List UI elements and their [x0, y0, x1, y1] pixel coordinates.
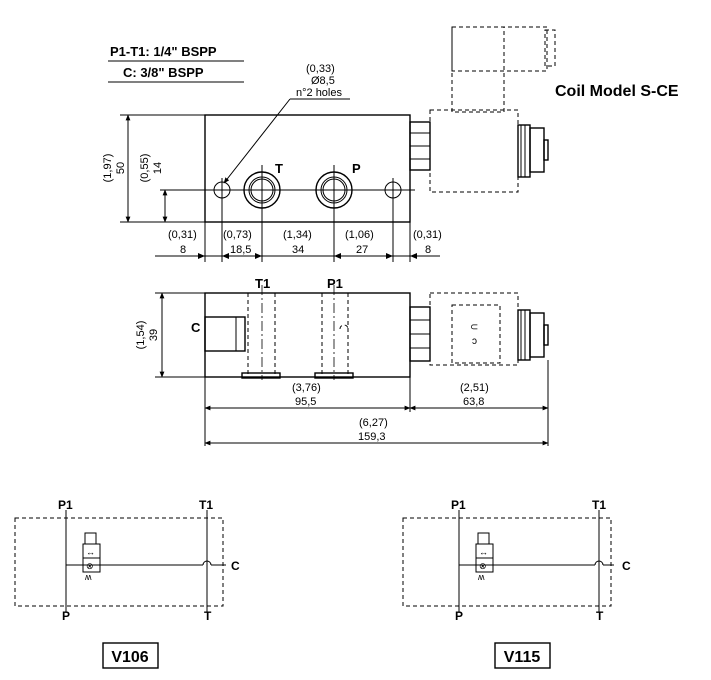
dim-top-2-mm: 18,5	[230, 244, 251, 256]
dim-total-mm: 159,3	[358, 431, 386, 443]
coil-body-side	[429, 292, 519, 366]
v115-p-label: P	[455, 609, 463, 623]
dim-top-5-mm: 8	[425, 244, 431, 256]
port-C	[204, 316, 246, 352]
v106-valve-box-2	[82, 557, 101, 573]
port-T1-label: T1	[255, 276, 270, 291]
v115-t-label: T	[596, 609, 604, 623]
v115-valve-box-2	[475, 557, 494, 573]
svg-text:⊗: ⊗	[86, 561, 94, 571]
ports-note-line2: C: 3/8" BSPP	[123, 65, 204, 80]
port-P1-label: P1	[327, 276, 343, 291]
svg-text:ʍ: ʍ	[85, 572, 92, 582]
dim-total-inch: (6,27)	[359, 417, 388, 429]
v106-t1-label: T1	[199, 498, 213, 512]
schematic-v115-frame	[402, 517, 612, 607]
dim-coil-inch: (2,51)	[460, 382, 489, 394]
v106-model-box	[102, 642, 159, 669]
dim-hole-height-inch: (0,55)	[139, 154, 151, 183]
dim-body-inch: (3,76)	[292, 382, 321, 394]
dim-top-5-inch: (0,31)	[413, 229, 442, 241]
svg-text:ʍ: ʍ	[478, 572, 485, 582]
v115-t1-label: T1	[592, 498, 606, 512]
holes-callout-diameter: Ø8,5	[311, 75, 335, 87]
svg-text:ɔ: ɔ	[472, 336, 477, 347]
coil-body-top	[429, 109, 519, 193]
v106-model-label: V106	[111, 649, 148, 666]
coil-connector-side	[517, 309, 531, 361]
v115-model-label: V115	[504, 649, 541, 666]
holes-callout-inch: (0,33)	[306, 63, 335, 75]
svg-text:↔: ↔	[86, 547, 95, 557]
schematic-v106-frame	[14, 517, 224, 607]
coil-connector-top	[517, 124, 531, 178]
ports-note-line1: P1-T1: 1/4" BSPP	[110, 44, 217, 59]
v106-c-label: C	[231, 559, 240, 573]
dim-top-4-mm: 27	[356, 244, 368, 256]
v106-p1-label: P1	[58, 498, 73, 512]
svg-text:⊂: ⊂	[470, 322, 478, 333]
dim-coil-mm: 63,8	[463, 396, 484, 408]
dim-height-inch: (1,97)	[102, 154, 114, 183]
dim-top-3-inch: (1,34)	[283, 229, 312, 241]
v115-model-box	[494, 642, 551, 669]
v115-p1-label: P1	[451, 498, 466, 512]
side-view: T1 P1 C ⊂ ɔ (1,54) 39 (3,76) 95,5 (2,51)…	[135, 276, 549, 446]
dim-top-3-mm: 34	[292, 244, 304, 256]
dim-top-2-inch: (0,73)	[223, 229, 252, 241]
dim-side-height-mm: 39	[148, 329, 160, 341]
dim-hole-height-mm: 14	[152, 162, 164, 174]
dim-side-height-inch: (1,54)	[135, 321, 147, 350]
dim-top-1-mm: 8	[180, 244, 186, 256]
schematic-v106: ↔ ⊗ ʍ P1 T1 P T C V106	[14, 498, 240, 669]
schematic-v115: ↔ ⊗ ʍ P1 T1 P T C V115	[402, 498, 631, 669]
dim-height-mm: 50	[115, 162, 127, 174]
coil-model-label: Coil Model S-CE	[555, 83, 679, 100]
holes-callout-count: n°2 holes	[296, 87, 342, 99]
svg-text:⊗: ⊗	[479, 561, 487, 571]
v106-t-label: T	[204, 609, 212, 623]
top-view: T P (1,97) 50 (0,55) 14 (0,	[102, 26, 556, 262]
dim-body-mm: 95,5	[295, 396, 316, 408]
port-C-label: C	[191, 320, 201, 335]
coil-plug-top	[451, 26, 505, 113]
dim-top-4-inch: (1,06)	[345, 229, 374, 241]
v115-c-label: C	[622, 559, 631, 573]
holes-leader-line	[223, 98, 291, 184]
port-P-label: P	[352, 161, 361, 176]
dim-top-1-inch: (0,31)	[168, 229, 197, 241]
v106-p-label: P	[62, 609, 70, 623]
svg-text:↔: ↔	[479, 547, 488, 557]
port-T-label: T	[275, 161, 283, 176]
